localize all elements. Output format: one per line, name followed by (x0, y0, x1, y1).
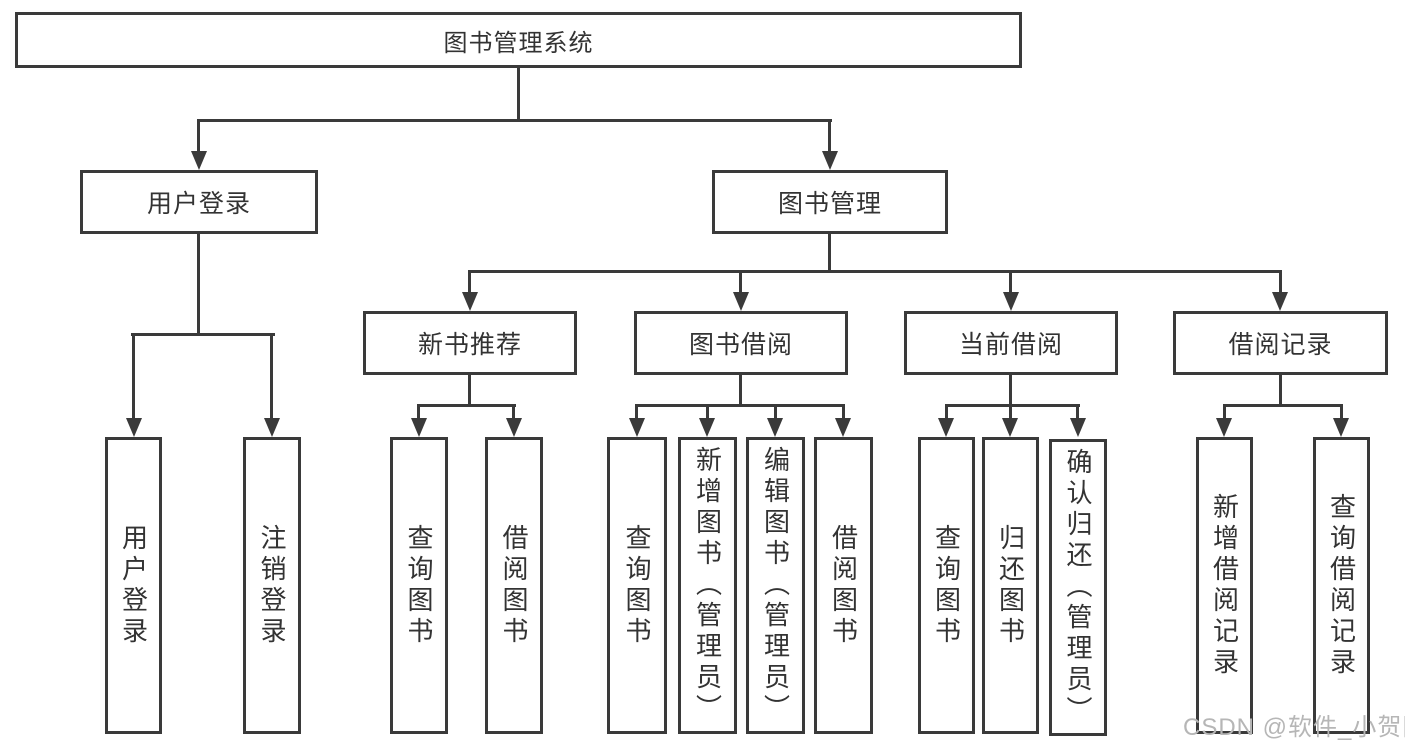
leaf-label: 借阅图书 (499, 523, 529, 648)
connector-line (842, 404, 845, 420)
node-new-book-recommend: 新书推荐 (363, 311, 577, 375)
connector-line (828, 232, 831, 273)
arrow-down-icon (1216, 418, 1232, 437)
connector-line (417, 404, 420, 420)
arrow-down-icon (835, 418, 851, 437)
node-root: 图书管理系统 (15, 12, 1022, 68)
leaf-logout: 注销登录 (243, 437, 301, 734)
node-user-login: 用户登录 (80, 170, 318, 234)
connector-line (468, 270, 471, 296)
connector-line (197, 119, 832, 122)
leaf-newbook-query-books: 查询图书 (390, 437, 448, 734)
node-book-borrow-label: 图书借阅 (688, 331, 793, 359)
arrow-down-icon (699, 418, 715, 437)
connector-line (945, 404, 1080, 407)
arrow-down-icon (1003, 292, 1019, 311)
arrow-down-icon (506, 418, 522, 437)
node-borrow-record-label: 借阅记录 (1228, 331, 1333, 359)
leaf-label: 查询图书 (622, 523, 652, 648)
connector-line (517, 66, 520, 122)
leaf-newbook-borrow-books: 借阅图书 (485, 437, 543, 734)
leaf-label: 注销登录 (257, 523, 287, 648)
arrow-down-icon (629, 418, 645, 437)
connector-line (828, 119, 831, 154)
leaf-label: 新增图书（管理员） (692, 446, 723, 725)
connector-line (635, 404, 638, 420)
leaf-borrow-query-books: 查询图书 (607, 437, 667, 734)
arrow-down-icon (938, 418, 954, 437)
leaf-label: 查询图书 (404, 523, 434, 648)
arrow-down-icon (1002, 418, 1018, 437)
leaf-user-login: 用户登录 (105, 437, 162, 734)
watermark: CSDN @软件_小贺同学 (1183, 714, 1405, 741)
arrow-down-icon (733, 292, 749, 311)
arrow-down-icon (264, 418, 280, 437)
leaf-label: 查询图书 (931, 523, 962, 648)
leaf-record-add-borrow-record: 新增借阅记录 (1196, 437, 1253, 734)
connector-line (1223, 404, 1343, 407)
node-new-book-recommend-label: 新书推荐 (417, 331, 522, 359)
arrow-down-icon (1333, 418, 1349, 437)
node-book-mgmt: 图书管理 (712, 170, 948, 234)
node-book-borrow: 图书借阅 (634, 311, 848, 375)
leaf-borrow-add-books-admin: 新增图书（管理员） (678, 437, 737, 734)
leaf-record-query-borrow-record: 查询借阅记录 (1313, 437, 1370, 734)
connector-line (270, 333, 273, 421)
node-book-mgmt-label: 图书管理 (777, 190, 882, 218)
arrow-down-icon (1070, 418, 1086, 437)
connector-line (512, 404, 515, 420)
leaf-borrow-edit-books-admin: 编辑图书（管理员） (746, 437, 805, 734)
leaf-borrow-borrow-books: 借阅图书 (814, 437, 873, 734)
connector-line (1009, 373, 1012, 406)
arrow-down-icon (822, 151, 838, 170)
leaf-label: 归还图书 (995, 523, 1026, 648)
node-current-borrow-label: 当前借阅 (958, 331, 1063, 359)
connector-line (132, 333, 135, 421)
connector-line (1279, 270, 1282, 296)
arrow-down-icon (126, 418, 142, 437)
connector-line (1223, 404, 1226, 420)
connector-line (945, 404, 948, 420)
arrow-down-icon (411, 418, 427, 437)
leaf-current-confirm-return-admin: 确认归还（管理员） (1049, 439, 1107, 736)
node-current-borrow: 当前借阅 (904, 311, 1118, 375)
leaf-label: 编辑图书（管理员） (760, 446, 791, 725)
connector-line (468, 373, 471, 406)
connector-line (417, 404, 516, 407)
connector-line (468, 270, 1282, 273)
connector-line (706, 404, 709, 420)
connector-line (1009, 270, 1012, 296)
connector-line (635, 404, 845, 407)
leaf-current-return-books: 归还图书 (982, 437, 1039, 734)
connector-line (197, 232, 200, 336)
connector-line (739, 270, 742, 296)
connector-line (1009, 404, 1012, 420)
connector-line (1340, 404, 1343, 420)
connector-line (774, 404, 777, 420)
leaf-label: 确认归还（管理员） (1063, 448, 1093, 727)
connector-line (1279, 373, 1282, 406)
connector-line (197, 119, 200, 154)
node-user-login-label: 用户登录 (146, 190, 251, 218)
node-borrow-record: 借阅记录 (1173, 311, 1388, 375)
leaf-label: 查询借阅记录 (1326, 492, 1357, 679)
leaf-label: 用户登录 (118, 523, 149, 648)
connector-line (739, 373, 742, 406)
arrow-down-icon (462, 292, 478, 311)
arrow-down-icon (767, 418, 783, 437)
connector-line (131, 333, 275, 336)
connector-line (1076, 404, 1079, 420)
arrow-down-icon (191, 151, 207, 170)
node-root-label: 图书管理系统 (443, 29, 594, 57)
leaf-current-query-books: 查询图书 (918, 437, 975, 734)
leaf-label: 借阅图书 (828, 523, 859, 648)
leaf-label: 新增借阅记录 (1209, 492, 1240, 679)
arrow-down-icon (1272, 292, 1288, 311)
